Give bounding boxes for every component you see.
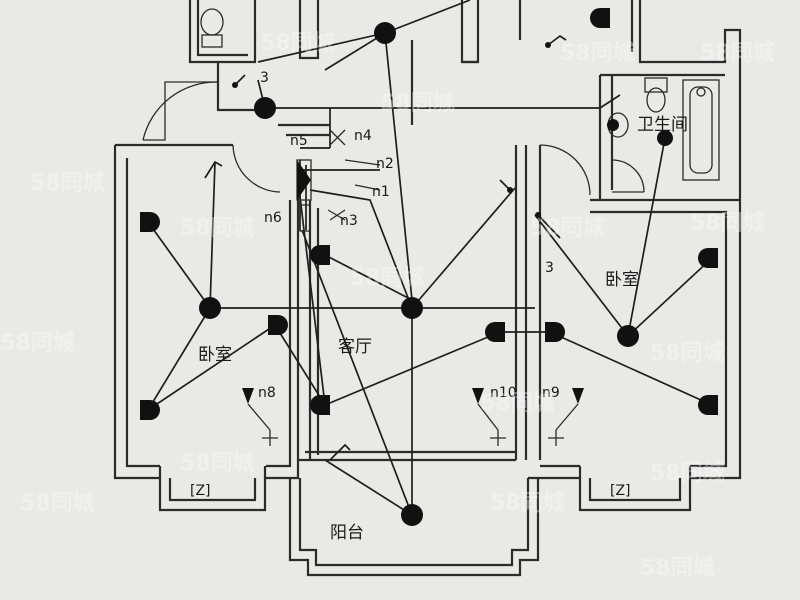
lamp-bathroom bbox=[657, 130, 673, 146]
distribution-box bbox=[296, 129, 381, 232]
svg-text:58同城: 58同城 bbox=[20, 490, 95, 516]
socket-living-2 bbox=[310, 395, 330, 415]
socket-right-3 bbox=[698, 395, 718, 415]
wiring bbox=[147, 0, 713, 516]
svg-text:58同城: 58同城 bbox=[650, 340, 725, 366]
circuit-n4: n4 bbox=[354, 128, 372, 144]
svg-text:58同城: 58同城 bbox=[480, 390, 555, 416]
svg-text:58同城: 58同城 bbox=[380, 90, 455, 116]
circuit-n9: n9 bbox=[542, 385, 560, 401]
socket-top-right bbox=[590, 8, 610, 28]
ac-socket-n8 bbox=[242, 388, 254, 404]
socket-left-1 bbox=[140, 212, 160, 232]
socket-right-1 bbox=[545, 322, 565, 342]
ceiling-lamps bbox=[199, 22, 673, 526]
svg-text:58同城: 58同城 bbox=[490, 490, 565, 516]
svg-text:58同城: 58同城 bbox=[30, 170, 105, 196]
switch-top bbox=[547, 34, 567, 46]
lamp-right-bedroom bbox=[617, 325, 639, 347]
svg-text:58同城: 58同城 bbox=[350, 265, 425, 291]
lamp-bathroom-mirror bbox=[607, 119, 619, 131]
circuit-n6: n6 bbox=[264, 210, 282, 226]
svg-text:58同城: 58同城 bbox=[0, 330, 75, 356]
svg-text:58同城: 58同城 bbox=[650, 460, 725, 486]
ac-socket-n10 bbox=[472, 388, 484, 404]
lamp-entrance bbox=[254, 97, 276, 119]
circuit-n2: n2 bbox=[376, 156, 394, 172]
circuit-n1: n1 bbox=[372, 184, 390, 200]
watermark-logo: 58同城 58同城 58同城 58同城 58同城 58同城 58同城 58同城 … bbox=[0, 30, 775, 581]
svg-text:58同城: 58同城 bbox=[640, 555, 715, 581]
svg-text:58同城: 58同城 bbox=[530, 215, 605, 241]
room-label-balcony: 阳台 bbox=[330, 523, 364, 543]
room-label-living-room: 客厅 bbox=[338, 337, 372, 357]
room-label-right-bedroom: 卧室 bbox=[605, 270, 639, 290]
circuit-n10: n10 bbox=[490, 385, 517, 401]
ac-sockets bbox=[242, 388, 584, 446]
socket-living-1 bbox=[310, 245, 330, 265]
sockets bbox=[140, 8, 718, 420]
socket-left-3 bbox=[268, 315, 288, 335]
switches bbox=[204, 34, 567, 461]
circuit-n5: n5 bbox=[290, 133, 308, 149]
socket-left-2 bbox=[140, 400, 160, 420]
socket-living-3 bbox=[485, 322, 505, 342]
room-label-bathroom: 卫生间 bbox=[637, 115, 688, 135]
svg-text:58同城: 58同城 bbox=[180, 215, 255, 241]
switch-balcony bbox=[329, 443, 351, 461]
socket-right-2 bbox=[698, 248, 718, 268]
switch-count-right-bedroom: 3 bbox=[545, 260, 554, 276]
svg-text:58同城: 58同城 bbox=[180, 450, 255, 476]
circuit-n3: n3 bbox=[340, 213, 358, 229]
switch-count-top: 3 bbox=[260, 70, 269, 86]
lamp-balcony bbox=[401, 504, 423, 526]
svg-text:58同城: 58同城 bbox=[700, 40, 775, 66]
lamp-living-room bbox=[401, 297, 423, 319]
switch-left-bedroom bbox=[204, 160, 223, 179]
svg-text:58同城: 58同城 bbox=[560, 40, 635, 66]
svg-text:58同城: 58同城 bbox=[260, 30, 335, 56]
walls bbox=[113, 0, 742, 577]
switch-right-bedroom bbox=[537, 214, 561, 239]
lamp-left-bedroom bbox=[199, 297, 221, 319]
circuit-n8: n8 bbox=[258, 385, 276, 401]
window-mark-right: [Z] bbox=[610, 483, 631, 499]
lamp-corridor bbox=[374, 22, 396, 44]
room-label-left-bedroom: 卧室 bbox=[198, 345, 232, 365]
svg-text:58同城: 58同城 bbox=[690, 210, 765, 236]
window-mark-left: [Z] bbox=[190, 483, 211, 499]
ac-socket-n9 bbox=[572, 388, 584, 404]
